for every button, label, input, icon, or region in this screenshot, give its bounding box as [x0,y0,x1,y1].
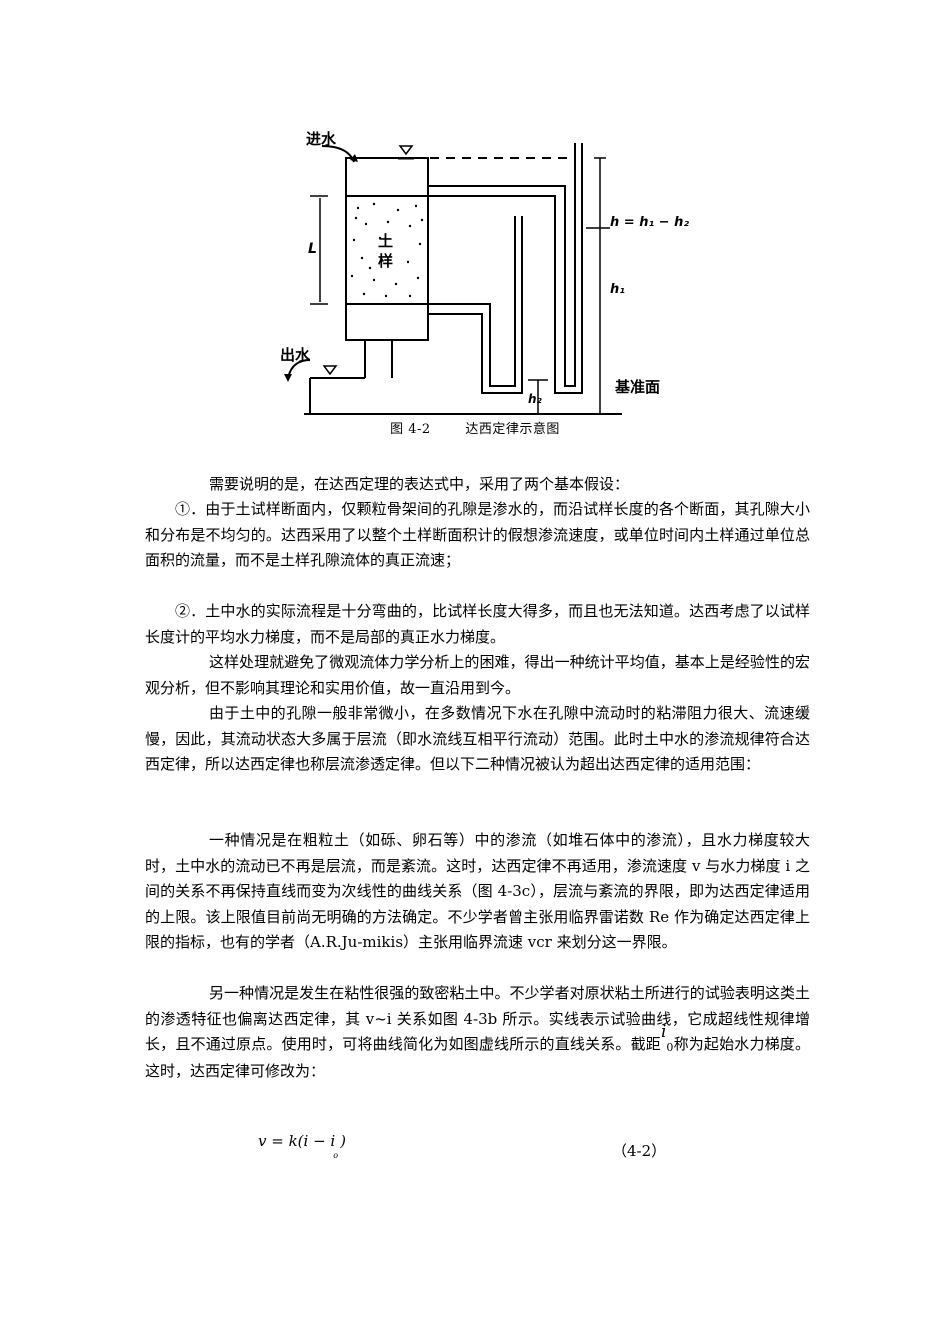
figure-caption: 图 4-2 达西定律示意图 [0,418,950,437]
paragraph-intro: 需要说明的是，在达西定理的表达式中，采用了两个基本假设： [209,475,630,493]
h2-label: h₂ [528,392,543,406]
soil-cylinder [345,157,429,341]
equation-close: ) [340,1132,346,1150]
equation-subscript: o [333,1151,339,1160]
equation-lhs: v = k [258,1132,298,1150]
outlet-label: 出水 [280,346,311,364]
datum-label: 基准面 [614,378,660,396]
paragraph-laminar: 由于土中的孔隙一般非常微小，在多数情况下水在孔隙中流动时的粘滞阻力很大、流速缓慢… [145,704,810,773]
initial-gradient-symbol: i [660,1022,667,1042]
paragraph-summary: 这样处理就避免了微观流体力学分析上的困难，得出一种统计平均值，基本上是经验性的宏… [145,653,810,697]
paragraph-coarse-soil: 一种情况是在粗粒土（如砾、卵石等）中的渗流（如堆石体中的渗流），且水力梯度较大时… [145,831,810,951]
paragraph-assumption-2: ②．土中水的实际流程是十分弯曲的，比试样长度大得多，而且也无法知道。达西考虑了以… [145,602,810,646]
figure-title: 达西定律示意图 [465,422,560,437]
initial-gradient-subscript: 0 [666,1041,674,1054]
soil-label-top: 土 [378,232,393,250]
inlet-label: 进水 [306,130,337,148]
head-difference-label: h = h₁ − h₂ [610,215,689,230]
equation-number: （4-2） [612,1142,667,1160]
soil-particles [350,202,424,298]
paragraph-clay: 另一种情况是发生在粘性很强的致密粘土中。不少学者对原状粘土所进行的试验表明这类土… [145,981,810,1084]
clay-text-after: 称为起始水力梯度。这时，达西定律可修改为： [145,1035,810,1080]
outlet-level-triangle-icon [322,365,338,376]
figure-number: 图 4-2 [390,422,431,437]
equation-4-2: v = k(i − io) [258,1132,346,1160]
h1-label: h₁ [610,282,625,297]
soil-label-bottom: 样 [378,252,393,270]
water-level-triangle-icon [398,145,414,156]
clay-text-before: 另一种情况是发生在粘性很强的致密粘土中。不少学者对原状粘土所进行的试验表明这类土… [145,984,810,1053]
equation-body: (i − i [297,1132,336,1150]
paragraph-assumption-1: ①．由于土试样断面内，仅颗粒骨架间的孔隙是渗水的，而沿试样长度的各个断面，其孔隙… [145,500,810,569]
inlet-arrow-icon [321,145,355,163]
darcy-law-diagram: 进水 出水 土 样 L h = h₁ − h₂ h₁ h₂ 基准面 [280,130,689,415]
length-label: L [308,241,317,257]
